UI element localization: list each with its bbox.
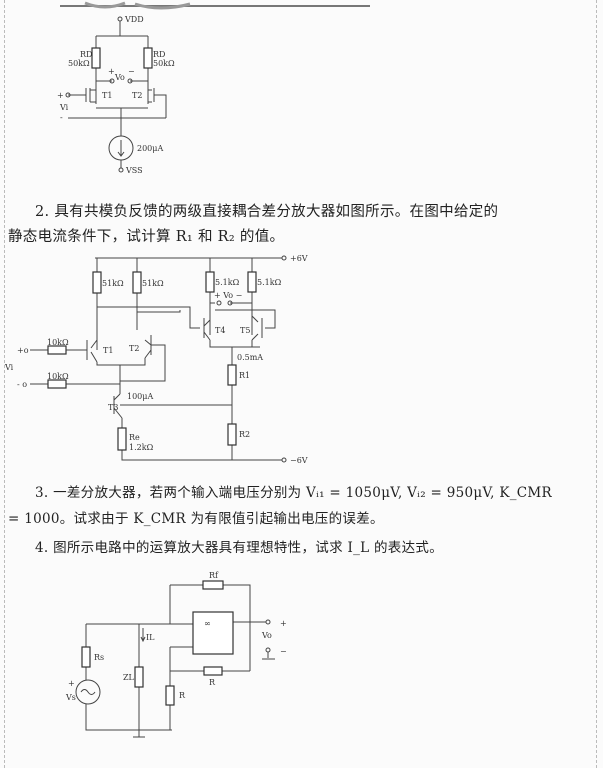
svg-text:Vs: Vs (65, 693, 76, 702)
svg-text:T4: T4 (215, 326, 225, 335)
vo-label: Vo (114, 73, 125, 82)
svg-text:Vo: Vo (261, 631, 272, 640)
problem-3-line-1: 3. 一差分放大器，若两个输入端电压分别为 Vᵢ₁ = 1050μV, Vᵢ₂ … (35, 485, 552, 501)
svg-text:+: + (57, 91, 64, 100)
svg-text:10kΩ: 10kΩ (47, 338, 69, 347)
svg-text:Re: Re (129, 433, 140, 442)
svg-text:50kΩ: 50kΩ (68, 59, 90, 68)
svg-text:T5: T5 (240, 326, 250, 335)
svg-text:R1: R1 (239, 371, 250, 380)
svg-text:51kΩ: 51kΩ (102, 279, 124, 288)
svg-text:ZL: ZL (123, 673, 135, 682)
svg-text:+: + (108, 67, 115, 76)
svg-text:1.2kΩ: 1.2kΩ (129, 443, 154, 452)
svg-text:R: R (209, 678, 216, 687)
svg-text:−6V: −6V (290, 456, 308, 465)
svg-text:RD: RD (153, 50, 165, 59)
svg-text:5.1kΩ: 5.1kΩ (257, 278, 282, 287)
svg-text:Rs: Rs (94, 653, 104, 662)
svg-text:Rf: Rf (209, 571, 219, 580)
current-source (108, 135, 134, 161)
svg-text:+6V: +6V (290, 254, 308, 263)
problem-4-line-1: 4. 图所示电路中的运算放大器具有理想特性，试求 I_L 的表达式。 (35, 540, 444, 556)
svg-text:T2: T2 (129, 344, 139, 353)
svg-text:T1: T1 (102, 91, 112, 100)
svg-text:R2: R2 (239, 430, 250, 439)
svg-text:51kΩ: 51kΩ (142, 279, 164, 288)
voltage-source (75, 679, 101, 705)
svg-text:- o: - o (17, 380, 27, 389)
svg-text:+ Vo −: + Vo − (214, 291, 242, 300)
svg-text:50kΩ: 50kΩ (153, 59, 175, 68)
svg-text:+: + (68, 679, 75, 688)
svg-text:200μA: 200μA (137, 144, 163, 153)
svg-text:∞: ∞ (204, 619, 211, 628)
svg-text:0.5mA: 0.5mA (237, 353, 263, 362)
svg-text:5.1kΩ: 5.1kΩ (215, 278, 240, 287)
problem-2-line-2: 静态电流条件下，试计算 R₁ 和 R₂ 的值。 (8, 229, 285, 245)
vdd-label: VDD (124, 15, 144, 24)
svg-text:+o: +o (17, 346, 29, 355)
resistor-rd2 (143, 47, 153, 69)
svg-text:−: − (128, 67, 135, 76)
svg-text:RD: RD (80, 50, 92, 59)
scan-edge-left (4, 0, 6, 768)
svg-text:Vi: Vi (59, 103, 69, 112)
svg-text:T1: T1 (103, 346, 113, 355)
svg-text:10kΩ: 10kΩ (47, 372, 69, 381)
scan-edge-right (596, 0, 598, 768)
svg-text:−: − (280, 647, 287, 656)
svg-text:T3: T3 (108, 403, 118, 412)
problem-3-line-2: = 1000。试求由于 K_CMR 为有限值引起输出电压的误差。 (8, 511, 384, 527)
svg-text:Vi: Vi (4, 363, 14, 372)
problem-2-line-1: 2. 具有共模负反馈的两级直接耦合差分放大器如图所示。在图中给定的 (35, 204, 499, 220)
svg-text:R: R (179, 691, 186, 700)
opamp (192, 611, 234, 655)
svg-text:-: - (60, 113, 63, 122)
svg-text:T2: T2 (132, 91, 142, 100)
svg-text:100μA: 100μA (127, 392, 153, 401)
svg-text:IL: IL (146, 633, 155, 642)
resistor-rd1 (91, 47, 101, 69)
svg-text:+: + (280, 619, 287, 628)
svg-text:VSS: VSS (125, 166, 143, 175)
